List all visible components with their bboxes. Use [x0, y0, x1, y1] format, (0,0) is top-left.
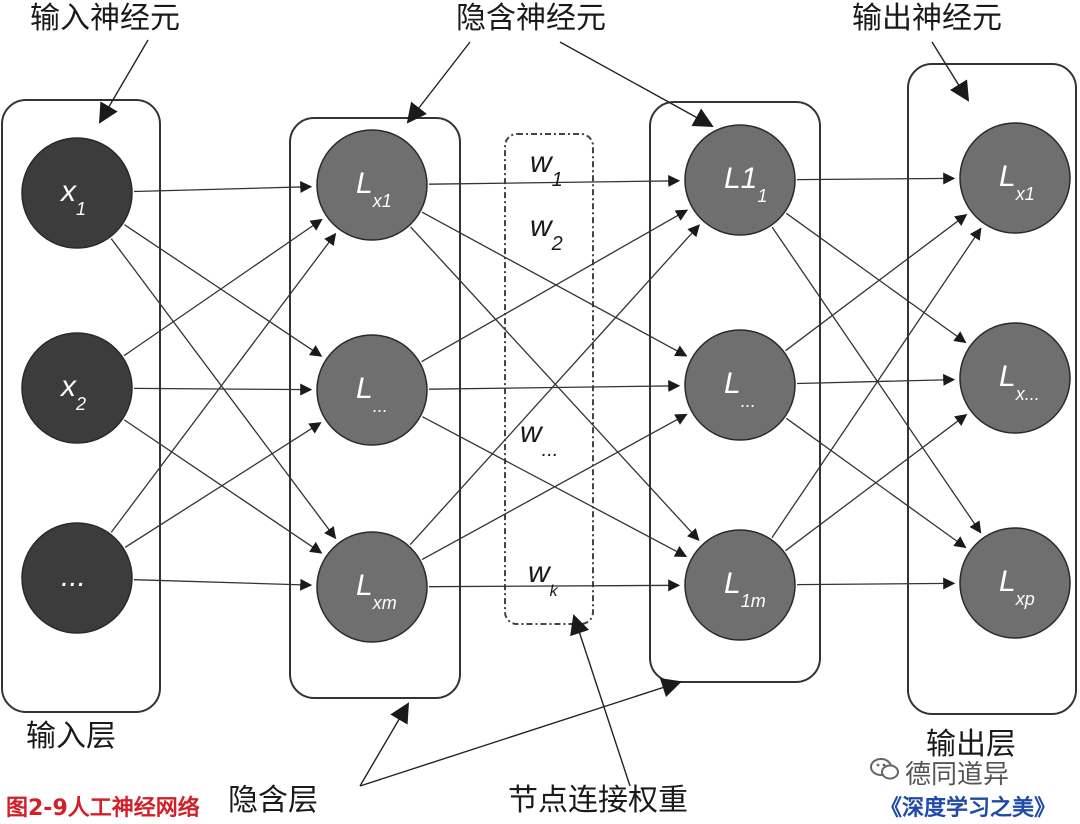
- watermark-book: 《深度学习之美》: [880, 796, 1057, 821]
- node-label-hidden2-1: L...: [724, 367, 756, 411]
- node-output-1: [959, 322, 1071, 434]
- edge-input-1-to-hidden1-2: [123, 419, 323, 554]
- node-label-hidden1-1: L...: [356, 372, 388, 416]
- annotation-arrow-hidden-layer-right: [359, 678, 682, 787]
- node-label-input-2: ...: [61, 560, 86, 593]
- node-sublabel-hidden1-2: xm: [372, 593, 397, 613]
- edge-hidden1-2-to-hidden2-0: [409, 224, 700, 546]
- hidden-neuron-label: 隐含神经元: [456, 1, 606, 36]
- weight-label-3: wk: [528, 556, 559, 600]
- node-hidden1-1: [316, 334, 428, 446]
- node-input-1: [21, 332, 133, 444]
- node-hidden1-2: [316, 531, 428, 643]
- wechat-icon: [870, 758, 899, 780]
- annotation-arrow-hidden-neuron-right: [559, 41, 714, 127]
- node-label-hidden1-0: Lx1: [356, 167, 392, 211]
- node-sublabel-output-1: x...: [1015, 384, 1040, 404]
- edge-hidden1-1-to-hidden2-0: [421, 209, 689, 363]
- output-neuron-label: 输出神经元: [852, 1, 1002, 36]
- annotation-arrow-input-neuron: [98, 39, 149, 124]
- node-hidden2-2: [684, 529, 796, 641]
- weights-box: [504, 133, 594, 625]
- edge-hidden1-2-to-hidden2-1: [421, 413, 688, 561]
- node-hidden2-0: [684, 124, 796, 236]
- node-hidden2-1: [684, 329, 796, 441]
- node-label-output-2: Lxp: [999, 565, 1035, 609]
- edge-hidden1-1-to-hidden2-1: [428, 379, 681, 392]
- weight-label-1: w2: [530, 210, 563, 255]
- watermark-account: 德同道异: [905, 760, 1010, 790]
- edge-input-1-to-hidden1-1: [133, 383, 313, 396]
- node-label-input-0: x1: [59, 175, 86, 219]
- hidden-layer-label: 隐含层: [228, 783, 318, 818]
- output-layer-label: 输出层: [926, 727, 1016, 762]
- annotation-arrow-hidden-neuron-left: [406, 41, 471, 124]
- edge-input-2-to-hidden1-0: [110, 232, 337, 533]
- input-neuron-label: 输入神经元: [30, 1, 180, 36]
- edge-hidden2-0-to-output-1: [785, 212, 967, 344]
- edge-hidden2-1-to-output-0: [785, 213, 968, 352]
- edge-input-2-to-hidden1-2: [133, 578, 313, 591]
- weight-labels: w1 w2 w... wk: [520, 146, 563, 600]
- node-input-0: [21, 137, 133, 249]
- edge-input-2-to-hidden1-1: [124, 422, 322, 548]
- node-label-hidden1-2: Lxm: [356, 569, 397, 613]
- node-input-2: [21, 522, 133, 634]
- node-sublabel-output-0: x1: [1015, 184, 1035, 204]
- edge-hidden2-0-to-output-2: [771, 226, 982, 534]
- node-sublabel-input-1: 2: [75, 394, 86, 414]
- node-label-hidden2-2: L1m: [724, 567, 766, 611]
- figure-caption: 图2-9人工神经网络: [6, 796, 200, 821]
- node-sublabel-hidden2-1: ...: [741, 391, 756, 411]
- node-sublabel-input-0: 1: [76, 199, 86, 219]
- edge-input-1-to-hidden1-0: [123, 218, 323, 357]
- annotation-arrow-node-weights: [570, 614, 631, 787]
- node-sublabel-hidden1-0: x1: [372, 191, 392, 211]
- edge-input-0-to-hidden1-1: [124, 224, 323, 357]
- edge-hidden1-0-to-hidden2-0: [428, 174, 681, 187]
- node-label-input-1: x2: [59, 370, 86, 414]
- node-hidden1-0: [316, 129, 428, 241]
- edge-hidden2-2-to-output-1: [785, 413, 968, 552]
- node-sublabel-hidden2-2: 1m: [741, 591, 766, 611]
- node-sublabel-output-2: xp: [1015, 589, 1035, 609]
- hidden-layer2-box: [649, 101, 821, 683]
- node-sublabel-hidden2-0: 1: [757, 186, 767, 206]
- edge-hidden2-1-to-output-1: [796, 373, 956, 386]
- input-layer-label: 输入层: [26, 719, 116, 754]
- node-output-2: [959, 527, 1071, 639]
- annotation-arrow-hidden-layer-left: [359, 702, 410, 787]
- edge-hidden1-0-to-hidden2-2: [410, 226, 700, 541]
- annotation-arrow-output-neuron: [931, 41, 970, 102]
- node-label-output-1: Lx...: [999, 360, 1040, 404]
- node-label-output-0: Lx1: [999, 160, 1035, 204]
- node-sublabel-hidden1-1: ...: [373, 396, 388, 416]
- weight-label-2: w...: [520, 416, 558, 461]
- edge-hidden2-0-to-output-0: [796, 172, 956, 185]
- edge-input-0-to-hidden1-0: [133, 180, 313, 193]
- output-layer-box: [907, 63, 1077, 715]
- input-layer-box: [1, 99, 161, 713]
- weight-label-0: w1: [530, 146, 563, 191]
- node-weights-label: 节点连接权重: [508, 783, 688, 818]
- connection-lines: [98, 39, 982, 787]
- hidden-layer1-box: [289, 117, 461, 699]
- edge-hidden1-0-to-hidden2-1: [421, 211, 688, 357]
- node-label-hidden2-0: L11: [724, 162, 767, 206]
- edge-hidden1-2-to-hidden2-2: [428, 579, 681, 592]
- node-output-0: [959, 122, 1071, 234]
- edge-hidden2-2-to-output-0: [771, 227, 982, 539]
- edge-hidden2-2-to-output-2: [796, 577, 956, 590]
